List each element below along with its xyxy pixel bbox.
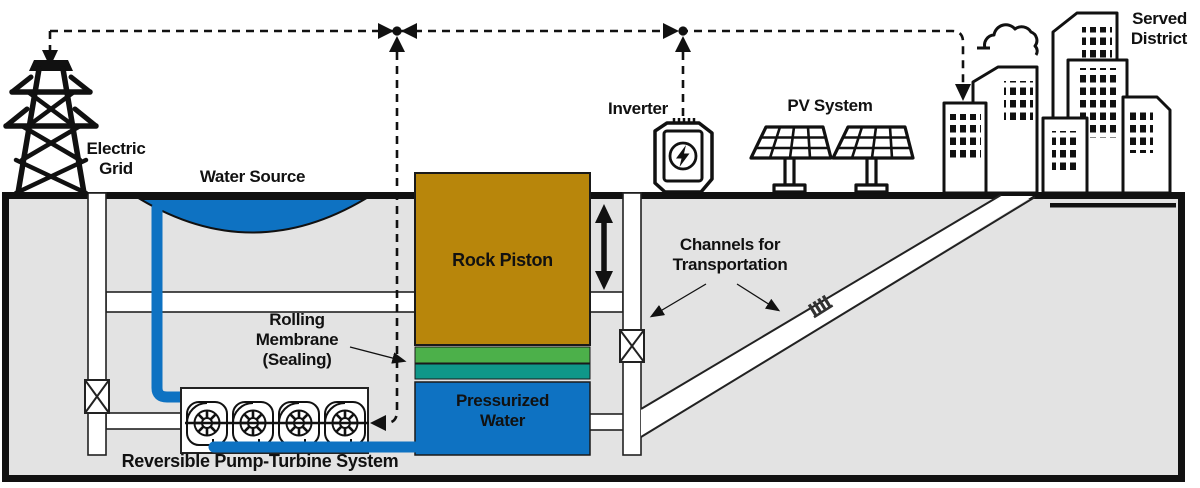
rolling-membrane-outer-layer — [414, 346, 591, 364]
valve-icon — [84, 379, 110, 414]
diagonal-channel-bottom-edge — [640, 196, 1036, 438]
surface-line — [2, 192, 1185, 199]
arrow-into-node1-right-icon — [401, 23, 417, 39]
district-street-line — [1050, 203, 1176, 208]
label-line: District — [1130, 29, 1187, 49]
label-line: Pressurized — [455, 391, 550, 410]
channel-pointer-left — [649, 283, 707, 318]
label-line: (Sealing) — [262, 350, 332, 370]
underground-section — [2, 192, 1185, 482]
diagonal-channel — [640, 194, 1036, 438]
arrow-into-node2-bottom-icon — [675, 36, 691, 52]
arrow-into-grid-icon — [42, 50, 58, 67]
pv-panel-icon — [749, 125, 915, 194]
bus-node-dot — [392, 26, 402, 36]
label-line: Channels for — [679, 235, 781, 254]
cloud-icon — [983, 23, 1039, 56]
arrow-into-district-icon — [955, 84, 971, 101]
up-down-arrow-icon — [595, 204, 613, 290]
upper-tunnel-right — [589, 291, 624, 313]
water-source-label: Water Source — [199, 167, 306, 186]
right-access-shaft — [622, 192, 642, 456]
label-line: Rolling — [269, 310, 325, 329]
arrow-into-turbine-icon — [370, 415, 386, 431]
transmission-tower-icon — [3, 60, 99, 196]
label-line: Grid — [99, 159, 133, 179]
pressurized-water-chamber — [414, 381, 591, 456]
label-line: Water — [479, 411, 526, 431]
inverter-icon — [653, 118, 714, 194]
rock-piston-block — [414, 172, 591, 346]
label-line: Electric — [86, 139, 146, 158]
intake-pipe — [151, 202, 336, 403]
rotation-circle-icon — [668, 141, 698, 171]
pressurized-water-label: Pressurized Water — [415, 391, 590, 431]
bus-node-dot — [678, 26, 688, 36]
rock-piston-label: Rock Piston — [452, 250, 553, 270]
arrow-into-node2-left-icon — [663, 23, 679, 39]
channel-pointer-right — [736, 283, 781, 312]
inverter-label: Inverter — [608, 99, 668, 118]
city-buildings-icon — [942, 11, 1172, 195]
label-line: Served — [1132, 9, 1187, 28]
lightning-bolt-icon — [676, 145, 690, 167]
membrane-pointer — [349, 346, 407, 364]
served-district-label: Served District — [1088, 9, 1187, 49]
channel-grate-icon — [807, 294, 834, 319]
pointer-lines — [349, 283, 781, 364]
pv-system-label: PV System — [787, 96, 873, 115]
power-lines — [48, 29, 965, 425]
lower-tunnel-left — [105, 412, 184, 430]
electric-grid-label: Electric Grid — [70, 139, 162, 179]
storage-power-line — [385, 52, 399, 425]
label-line: Transportation — [672, 255, 788, 275]
valve-icon — [619, 329, 645, 363]
pump-turbine-label: Reversible Pump-Turbine System — [121, 451, 399, 471]
rolling-membrane-label: Rolling Membrane (Sealing) — [238, 310, 356, 370]
shaft-valves — [84, 329, 645, 414]
water-source-pond — [136, 198, 369, 234]
storage-shaft — [414, 172, 591, 456]
ground-border-right — [1178, 192, 1185, 482]
rolling-membrane-inner-layer — [414, 363, 591, 380]
left-access-shaft — [87, 192, 107, 456]
ground-border-bottom — [2, 475, 1185, 482]
ground-fill — [2, 192, 1185, 482]
top-bus-line — [50, 29, 965, 84]
label-line: Membrane — [255, 330, 339, 350]
arrow-into-node1-left-icon — [378, 23, 394, 39]
channels-label: Channels for Transportation — [648, 235, 812, 275]
ground-border-left — [2, 192, 9, 482]
lower-tunnel-right — [587, 413, 626, 431]
arrow-into-node1-bottom-icon — [389, 36, 405, 52]
power-line-arrows — [42, 23, 971, 431]
building — [1041, 116, 1089, 195]
